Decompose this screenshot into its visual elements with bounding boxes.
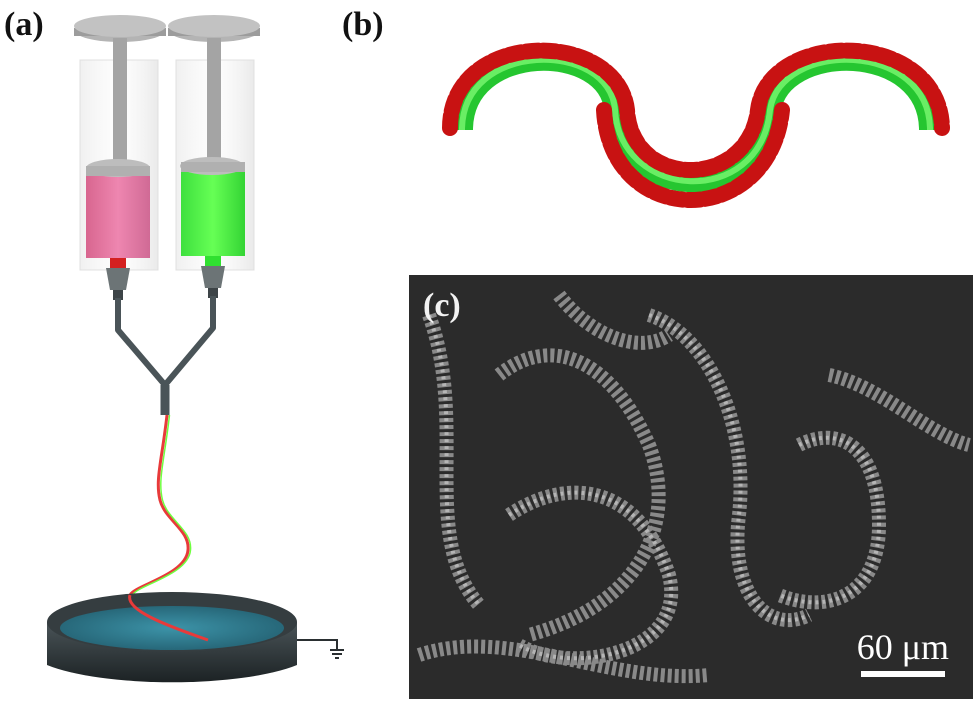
collector-dish	[47, 592, 344, 683]
wavy-fiber-with-coils	[442, 42, 950, 208]
syringe-right	[168, 15, 260, 298]
ground-icon	[330, 649, 344, 659]
electrospinning-diagram	[47, 15, 344, 683]
syringe-left	[74, 15, 166, 300]
panel-c-label: (c)	[423, 287, 461, 324]
panel-c-sem-micrograph: (c) 60 μm	[409, 275, 973, 699]
scale-bar-text: 60 μm	[856, 627, 949, 667]
panel-a-label: (a)	[4, 6, 44, 43]
panel-a-electrospinning-setup: (a)	[0, 0, 400, 705]
scale-bar-line	[860, 671, 945, 677]
y-junction-nozzle	[115, 296, 216, 415]
sem-image	[409, 275, 973, 699]
panel-b-label: (b)	[342, 6, 384, 43]
scale-bar: 60 μm	[857, 629, 949, 677]
panel-b-fiber-schematic: (b)	[340, 0, 980, 260]
